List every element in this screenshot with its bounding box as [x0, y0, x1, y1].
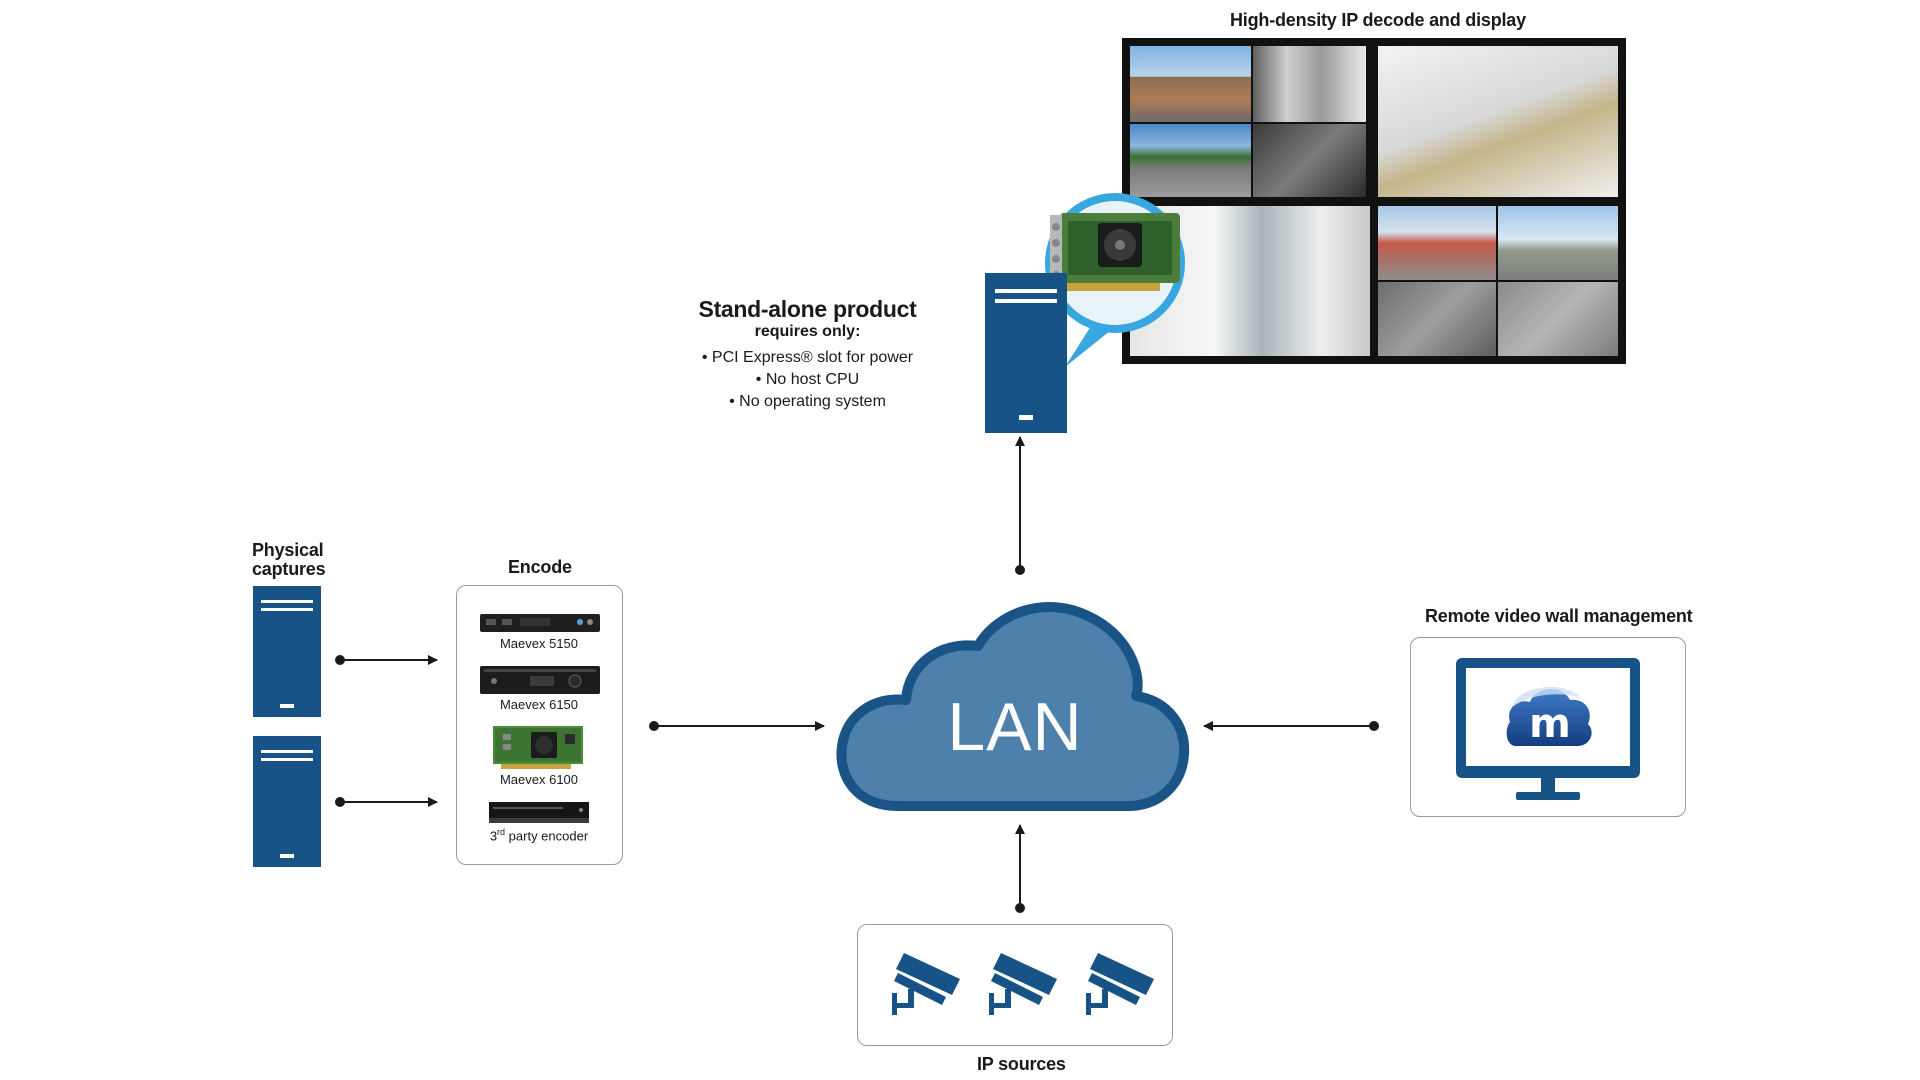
management-logo-letter: m: [1529, 701, 1571, 747]
arrow-encode-to-lan: [649, 721, 825, 731]
decoder-callout: [1045, 193, 1185, 367]
standalone-bullet-cpu: • No host CPU: [755, 371, 860, 388]
video-wall: [1122, 38, 1626, 364]
third-party-num: 3: [489, 828, 498, 844]
camera-icon-1: [892, 953, 960, 1015]
arrow-lan-to-decoder: [1015, 436, 1025, 575]
display-wall-title: High-density IP decode and display: [1230, 10, 1526, 30]
video-tile-aerial: [1378, 206, 1496, 280]
video-tile-station: [1498, 206, 1618, 280]
device-label-maevex-5150: Maevex 5150: [499, 636, 579, 651]
appliance-icon: [480, 614, 600, 632]
video-tile-garage: [1253, 124, 1366, 197]
physical-captures-label-2: captures: [252, 559, 326, 579]
decode-host-tower: [985, 273, 1067, 433]
video-tile-parking: [1130, 124, 1251, 197]
ip-sources-title: IP sources: [977, 1054, 1066, 1074]
camera-icon-3: [1086, 953, 1154, 1015]
capture-server-2: [253, 736, 321, 867]
camera-icon-2: [989, 953, 1057, 1015]
third-party-rest: party encoder: [505, 828, 589, 844]
standalone-subheading: requires only:: [754, 323, 861, 340]
video-tile-building: [1130, 46, 1251, 122]
rack-appliance-icon: [480, 666, 600, 694]
encode-title: Encode: [508, 557, 572, 577]
management-logo-icon: [1506, 686, 1592, 746]
video-tile-lot-b: [1498, 282, 1618, 356]
capture-server-1: [253, 586, 321, 717]
video-tile-lot-a: [1378, 282, 1496, 356]
lan-label: LAN: [947, 689, 1083, 765]
third-party-sup: rd: [497, 827, 506, 837]
encoder-box-icon: [489, 802, 589, 823]
video-tile-lobby: [1253, 46, 1366, 122]
arrow-capture2-to-encode: [335, 797, 438, 807]
remote-management-box: m: [1410, 637, 1686, 817]
ip-sources-box: [857, 924, 1173, 1046]
arrow-ipsources-to-lan: [1015, 824, 1025, 913]
device-label-maevex-6150: Maevex 6150: [499, 697, 579, 712]
arrow-capture1-to-encode: [335, 655, 438, 665]
physical-captures-label-1: Physical: [252, 540, 324, 560]
remote-management-title: Remote video wall management: [1425, 606, 1693, 626]
encode-box: Maevex 5150 Maevex 6150 Maevex 6100 3rd …: [456, 585, 623, 865]
device-label-maevex-6100: Maevex 6100: [499, 772, 579, 787]
standalone-bullet-os: • No operating system: [729, 393, 886, 410]
standalone-heading: Stand-alone product: [698, 296, 917, 322]
pcie-card-icon: [493, 726, 583, 769]
video-tile-atrium: [1378, 46, 1618, 197]
standalone-bullet-pcie: • PCI Express® slot for power: [701, 349, 914, 366]
device-label-third-party: 3rd party encoder: [469, 827, 609, 843]
lan-cloud-icon: [836, 602, 1190, 811]
arrow-remote-to-lan: [1203, 721, 1379, 731]
